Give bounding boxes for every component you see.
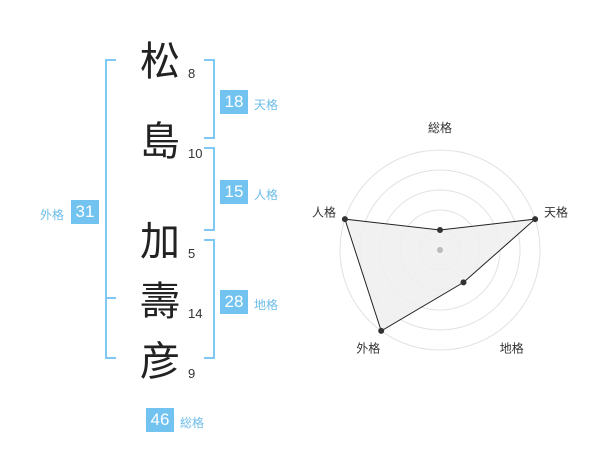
radar-point-4	[378, 327, 385, 334]
radar-point-2	[532, 216, 539, 223]
soukaku-value: 46	[146, 408, 174, 432]
radar-axis-label-1: 総格	[428, 120, 452, 135]
bracket-chikaku	[204, 239, 215, 359]
jinkaku-value: 15	[220, 180, 248, 204]
gaikaku-label: 外格	[40, 208, 65, 222]
tenkaku-label: 天格	[254, 98, 279, 112]
name-char-3: 加	[140, 219, 180, 265]
soukaku-label: 総格	[180, 416, 205, 430]
bracket-gaikaku	[105, 59, 116, 359]
name-char-5: 彦	[140, 339, 180, 385]
name-char-4: 壽	[140, 279, 180, 325]
radar-polygon	[344, 218, 537, 332]
radar-axis-label-2: 天格	[544, 204, 568, 219]
bracket-jinkaku	[204, 147, 215, 231]
bracket-tenkaku	[204, 59, 215, 139]
stroke-count-4: 14	[188, 306, 203, 321]
tenkaku-value: 18	[220, 90, 248, 114]
radar-axis-label-4: 外格	[356, 341, 380, 356]
radar-axis-label-3: 地格	[500, 341, 524, 356]
chikaku-value: 28	[220, 290, 248, 314]
name-char-1: 松	[140, 39, 180, 85]
stroke-count-1: 8	[188, 66, 196, 81]
gaikaku-value: 31	[71, 200, 99, 224]
stroke-count-3: 5	[188, 246, 196, 261]
stroke-count-2: 10	[188, 146, 203, 161]
stroke-count-5: 9	[188, 366, 196, 381]
chikaku-label: 地格	[254, 298, 279, 312]
radar-point-1	[437, 227, 443, 233]
name-char-2: 島	[140, 119, 180, 165]
radar-point-5	[341, 216, 348, 223]
radar-point-3	[460, 279, 467, 286]
radar-ring-5	[339, 149, 541, 351]
radar-axis-label-5: 人格	[312, 204, 336, 219]
radar-center-point	[437, 247, 443, 253]
jinkaku-label: 人格	[254, 188, 279, 202]
